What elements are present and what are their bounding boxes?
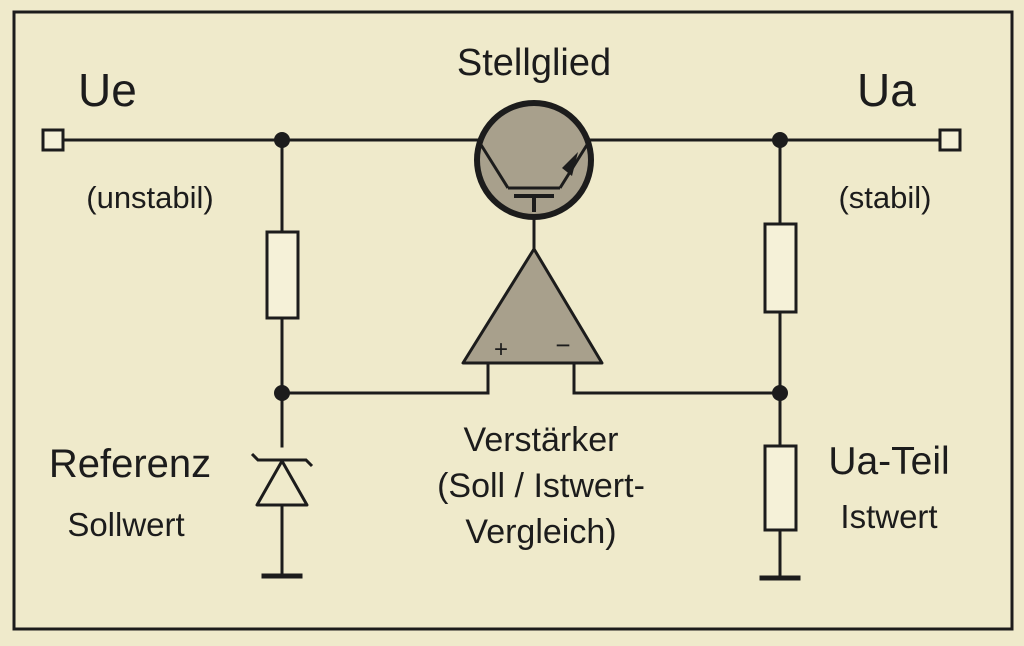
junction-input [274, 132, 290, 148]
resistor-series-reference [265, 230, 300, 320]
amplifier-label-line2: (Soll / Istwert- [437, 467, 645, 505]
zener-diode [250, 452, 314, 507]
divider-label: Ua-Teil [828, 440, 949, 483]
reference-to-plus-wire [280, 361, 490, 395]
emitter-arrow-icon [562, 152, 578, 176]
op-amp-minus-label: − [555, 330, 570, 360]
ue-note: (unstabil) [86, 180, 214, 215]
junction-output [772, 132, 788, 148]
control-element-label: Stellglied [457, 42, 611, 84]
input-terminal [41, 128, 65, 152]
junction-reference [274, 385, 290, 401]
divider-sub-label: Istwert [840, 498, 937, 535]
ua-note: (stabil) [838, 180, 931, 215]
reference-sub-label: Sollwert [67, 506, 184, 543]
ua-label: Ua [857, 64, 916, 116]
transistor [474, 100, 594, 220]
op-amp: + − [461, 247, 604, 365]
amplifier-label-line3: Vergleich) [465, 513, 616, 551]
resistor-divider-lower [763, 444, 798, 532]
amplifier-label-line1: Verstärker [464, 421, 619, 459]
op-amp-plus-label: + [494, 336, 508, 363]
feedback-to-minus-wire [572, 361, 782, 395]
reference-label: Referenz [49, 442, 211, 486]
resistor-divider-upper [763, 222, 798, 314]
diagram-frame [12, 10, 1014, 631]
junction-divider [772, 385, 788, 401]
output-terminal [938, 128, 962, 152]
ue-label: Ue [78, 64, 137, 116]
